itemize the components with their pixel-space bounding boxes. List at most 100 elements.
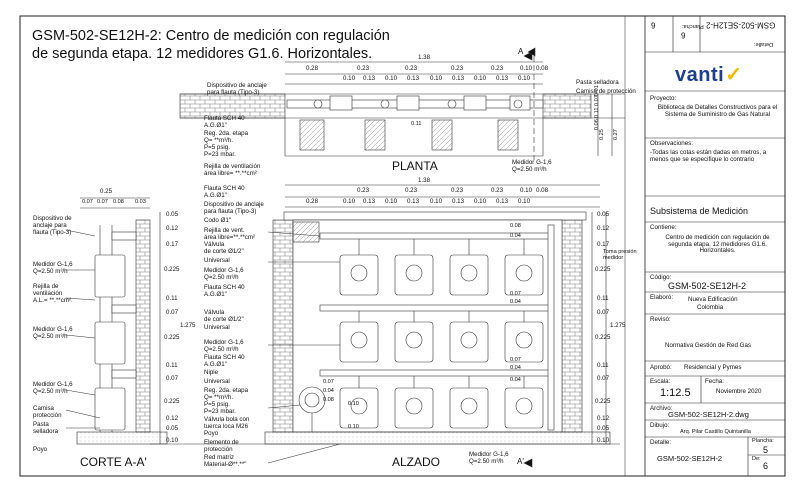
plancha-label: Plancha: <box>752 438 774 444</box>
corte-label: A.L.= **.**cm². <box>33 297 73 304</box>
contains-label: Contiene: <box>650 224 677 231</box>
elaboro-label: Elaboró: <box>650 294 674 301</box>
alzado-label: Codo Ø1" <box>204 217 231 224</box>
planta-dim-seg: 0.28 <box>306 65 319 72</box>
alzado-label: Válvula <box>204 309 225 316</box>
corte-right-dim: 0.225 <box>164 334 180 341</box>
vanti-logo-text: vanti <box>675 64 725 86</box>
alzado-label: Universal <box>204 324 230 331</box>
planta-side-dim: 0.11 <box>594 107 600 118</box>
corte-right-dim: 0.11 <box>166 362 178 369</box>
alzado-label: Material-Ø**.**" <box>204 461 247 468</box>
alzado-right-dim: 0.225 <box>595 398 611 405</box>
aprobo-label: Aprobó: <box>650 364 672 371</box>
planta-label: P=5 psig. <box>204 144 230 151</box>
corte-right-dim: 0.17 <box>166 241 179 248</box>
corte-label: Poyo <box>33 446 48 453</box>
code-label: Código: <box>650 274 672 281</box>
planta-side-dim: 0.27 <box>613 129 619 140</box>
contains-text: Centro de medición con regulación de seg… <box>665 234 770 254</box>
alzado-inner-dim: 0.10 <box>348 424 359 430</box>
alzado-title: ALZADO <box>392 455 441 469</box>
corte-label: anclaje para <box>33 222 67 229</box>
de-value: 6 <box>763 461 769 471</box>
reviso-value: Normativa Gestión de Red Gas <box>665 342 751 349</box>
alzado-inner-dim: 0.08 <box>510 223 521 229</box>
planta-label: 0.11 <box>411 121 422 127</box>
code-value: GSM-502-SE12H-2 <box>668 281 747 291</box>
alzado-right-dim: 0.12 <box>597 415 610 422</box>
alzado-label: Elemento de <box>204 439 239 446</box>
planta-side-dim: 0.25 <box>599 129 605 140</box>
corte-label: ventilación <box>33 290 63 297</box>
planta-dim-seg: 0.10 <box>520 65 533 72</box>
alzado-inner-dim: 0.04 <box>510 233 521 239</box>
alzado-sub-dim: 0.10 <box>430 198 443 205</box>
alzado-label: Dispositivo de anclaje <box>204 201 264 208</box>
alzado-inner-dim: 0.04 <box>323 388 334 394</box>
escala-label: Escala: <box>650 378 671 385</box>
alzado-sub-dim: 0.10 <box>343 198 356 205</box>
meter-row-1 <box>339 254 544 296</box>
corte-label: Q=2.50 m³/h <box>33 268 68 275</box>
corte-label: flauta (Tipo-3) <box>33 229 72 236</box>
alzado-right-dim: 0.11 <box>597 362 609 369</box>
fecha-value: Noviembre 2020 <box>716 388 762 395</box>
escala-value: 1:12.5 <box>660 387 691 399</box>
planta-side-dim: 0.07 <box>594 95 600 106</box>
alzado-label: Reg. 2da. etapa <box>204 387 249 394</box>
section-mark-top: A <box>518 47 524 56</box>
project-label: Proyecto: <box>650 95 677 102</box>
subsystem-title: Subsistema de Medición <box>650 206 749 216</box>
planta-label: P=23 mbar. <box>204 151 236 158</box>
rotated-plancha-value: 6 <box>681 30 686 40</box>
corte-right-dim: 0.05 <box>166 425 179 432</box>
alzado-label: P=5 psig. <box>204 401 230 408</box>
meter-row-2 <box>339 321 544 363</box>
corte-right-dim-total: 1.275 <box>180 322 196 329</box>
planta-dim-seg: 0.23 <box>451 65 464 72</box>
rotated-detalle-label: Detalle: <box>754 40 773 47</box>
alzado-label: Flauta SCH 40 <box>204 284 245 291</box>
corte-right-dim: 0.10 <box>166 437 179 444</box>
alzado-label: Universal <box>204 378 230 385</box>
planta-label: Q=2.50 m³/h <box>512 166 547 173</box>
corte-label: Q=2.50 m³/h <box>33 333 68 340</box>
corte-dim-seg: 0.08 <box>113 199 124 205</box>
fecha-label: Fecha: <box>705 378 724 385</box>
alzado-dim-seg: 0.23 <box>357 187 370 194</box>
alzado-inner-dim: 0.07 <box>510 357 521 363</box>
planta-sub-dim: 0.13 <box>496 75 509 82</box>
corte-label: Camisa <box>33 405 54 412</box>
planta-sub-dim: 0.10 <box>474 75 487 82</box>
alzado-sub-dim: 0.10 <box>474 198 487 205</box>
rotated-code: GSM-502-SE12H-2 <box>706 20 776 30</box>
corte-right-dim: 0.12 <box>166 225 179 232</box>
alzado-dim-seg: 0.23 <box>405 187 418 194</box>
corte-right-dim: 0.07 <box>166 375 179 382</box>
alzado-view <box>150 47 620 468</box>
alzado-label: Toma presión <box>603 249 637 255</box>
alzado-label: A.G.Ø1" <box>204 291 227 298</box>
planta-view <box>179 51 625 160</box>
detalle-label: Detalle: <box>650 439 671 446</box>
alzado-label: Q=2.50 m³/h <box>204 346 239 353</box>
de-label: De: <box>752 456 761 462</box>
planta-label: Reg. 2da. etapa <box>204 130 249 137</box>
alzado-sub-dim: 0.13 <box>452 198 465 205</box>
alzado-label: Q= **m³/h. <box>204 394 234 401</box>
corte-label: protección <box>33 412 62 419</box>
alzado-inner-dim: 0.07 <box>323 379 334 385</box>
planta-dim-seg: 0.23 <box>491 65 504 72</box>
planta-sub-dim: 0.10 <box>430 75 443 82</box>
alzado-label: Medidor G-1,6 <box>204 267 244 274</box>
alzado-label: A.G.Ø1" <box>204 361 227 368</box>
planta-sub-dim: 0.13 <box>452 75 465 82</box>
alzado-inner-dim: 0.10 <box>348 401 359 407</box>
planta-dim-seg: 0.23 <box>357 65 370 72</box>
alzado-label: Q=2.50 m³/h <box>204 274 239 281</box>
dibujo-label: Dibujo: <box>650 422 670 429</box>
alzado-label: Medidor G-1,6 <box>469 451 509 458</box>
alzado-label: Q=2.50 m³/h <box>469 458 504 465</box>
